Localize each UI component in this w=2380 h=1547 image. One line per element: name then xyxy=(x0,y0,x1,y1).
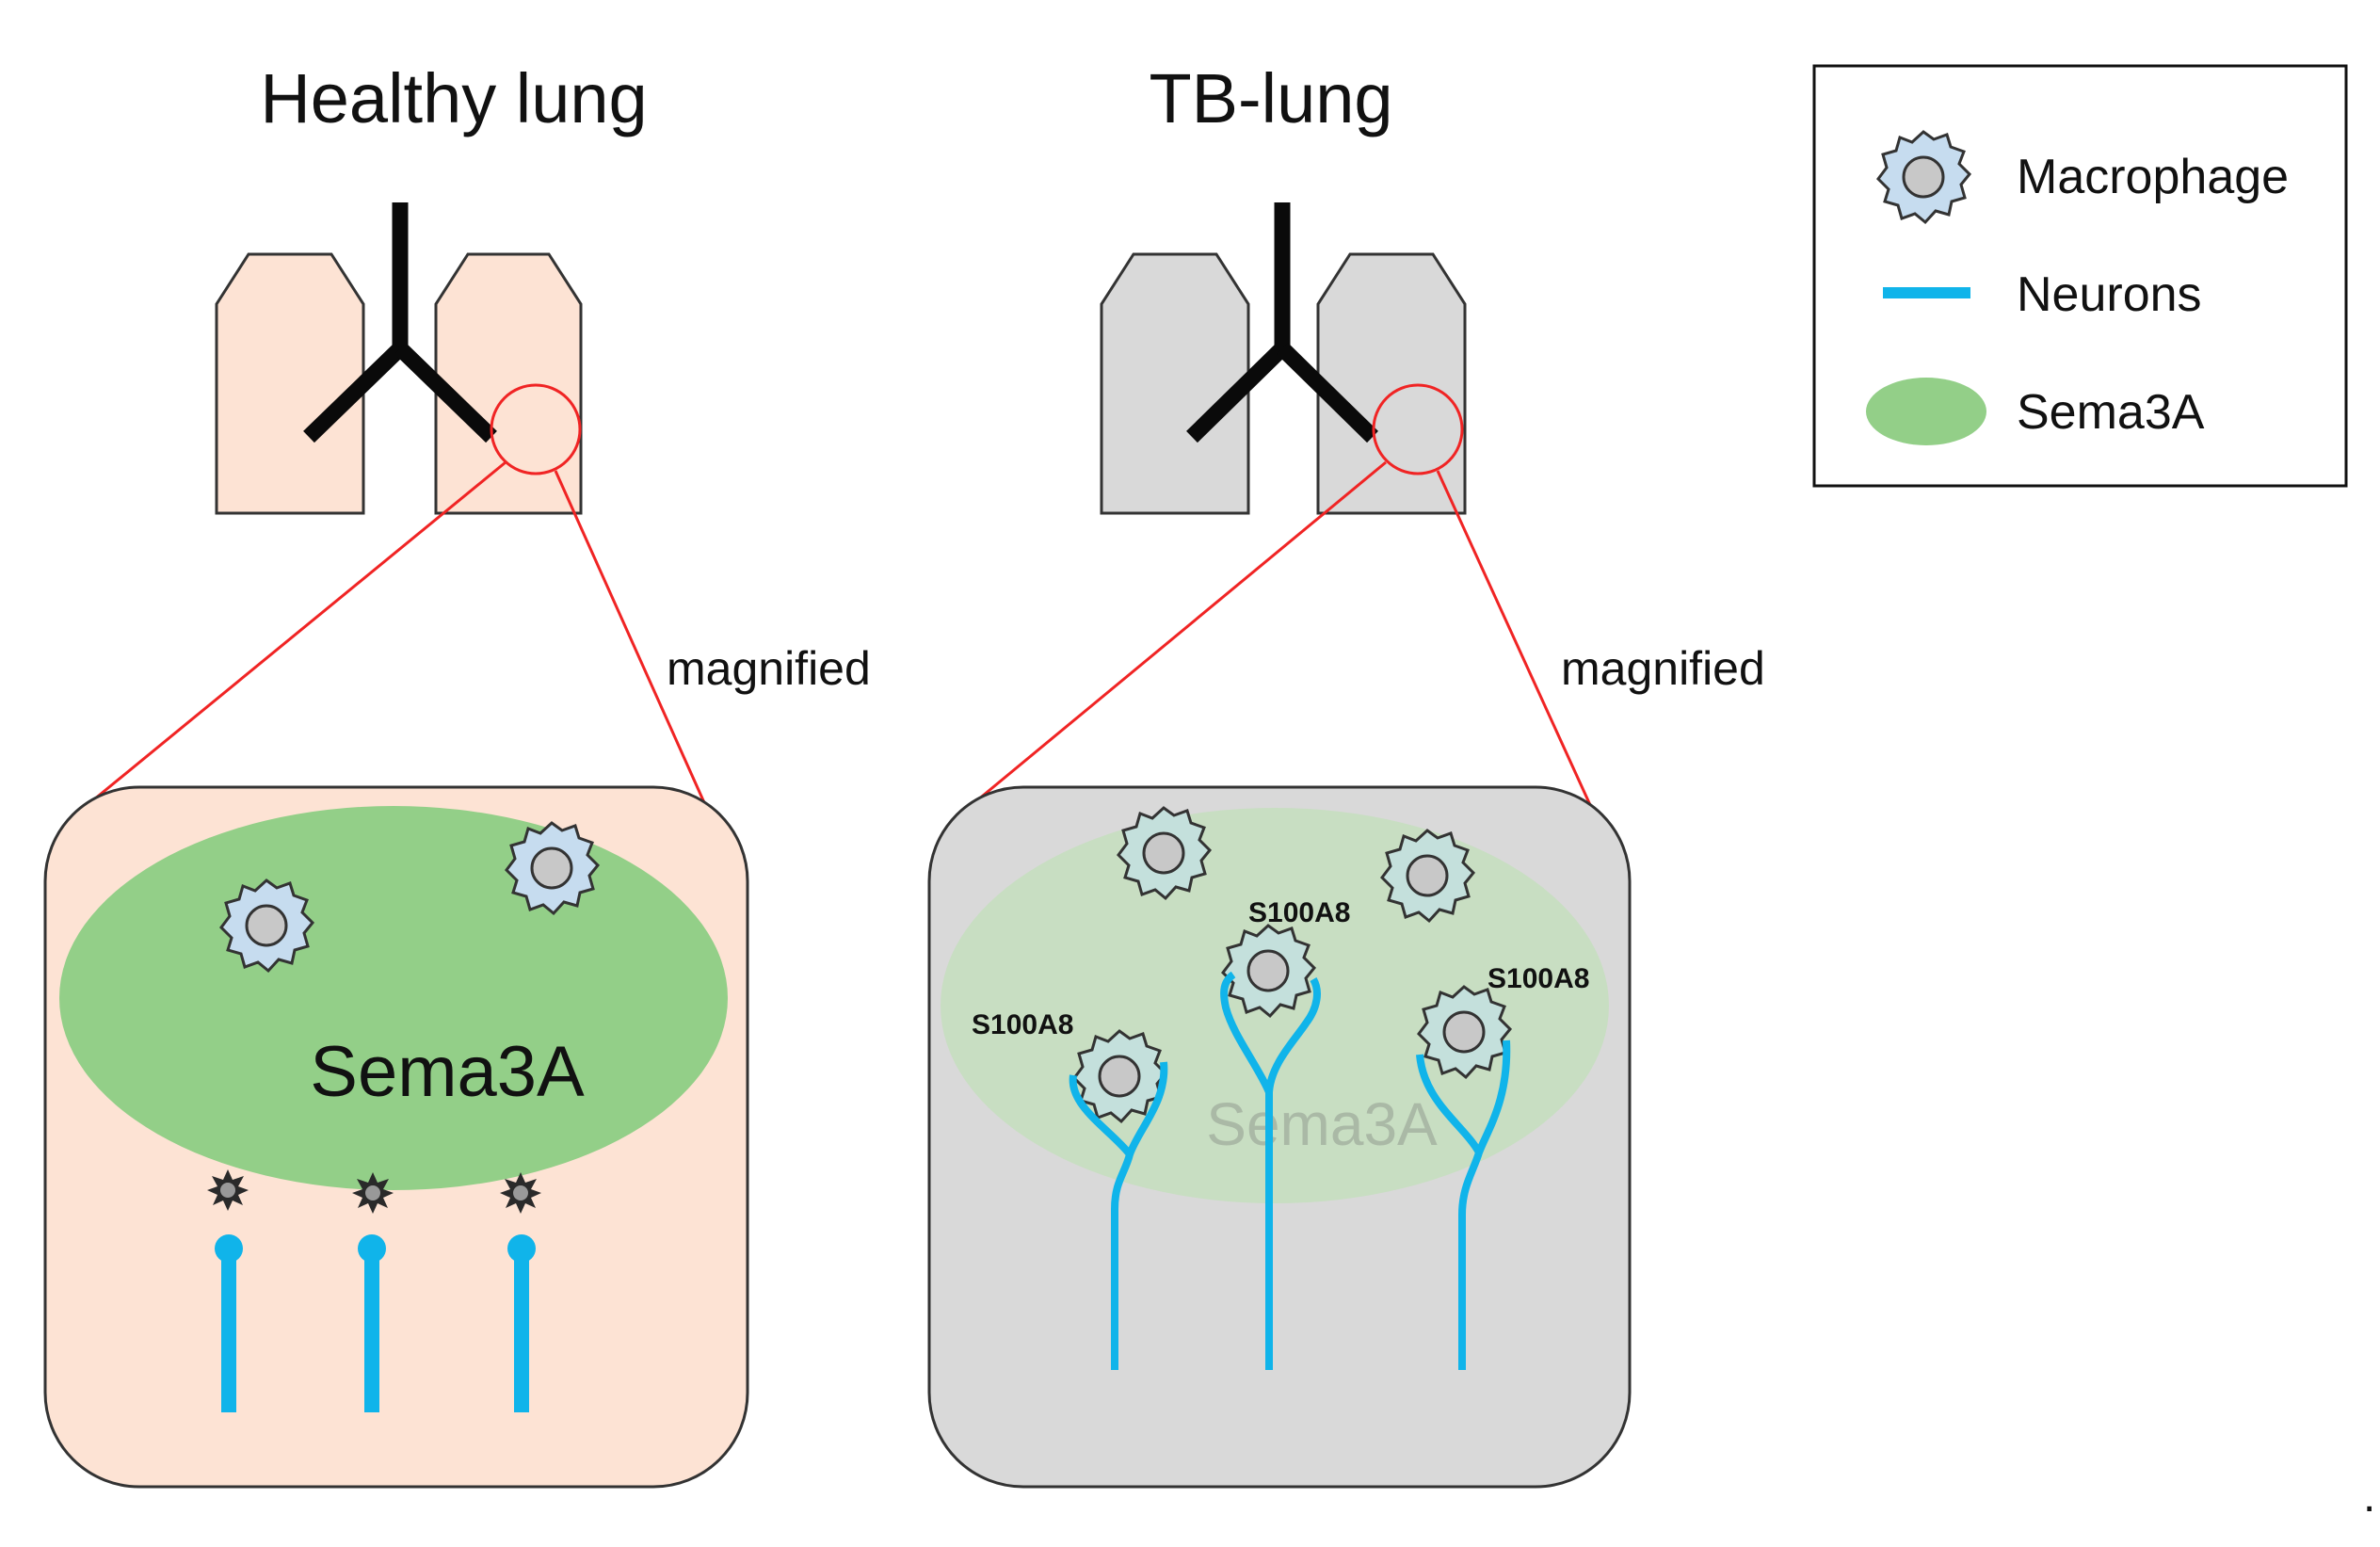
tb-neuron xyxy=(1416,1039,1511,1370)
healthy-right-lobe xyxy=(434,252,583,515)
tb-right-lobe xyxy=(1316,252,1467,515)
healthy-left-lobe xyxy=(215,252,365,515)
healthy-zoom-line-left xyxy=(93,460,507,801)
healthy-neuron xyxy=(215,1234,243,1412)
healthy-title: Healthy lung xyxy=(260,59,647,137)
tb-markers: S100A8 S100A8 S100A8 xyxy=(972,897,1589,1040)
s100a8-marker: S100A8 xyxy=(1488,963,1589,994)
tb-zoom-line-right xyxy=(1436,470,1598,818)
healthy-magnified-label: magnified xyxy=(667,642,871,695)
tb-zoom-circle xyxy=(1372,383,1464,475)
trailing-period: . xyxy=(2363,1472,2375,1522)
healthy-panel: Healthy lung magnified Sema3A xyxy=(43,59,871,1489)
s100a8-marker: S100A8 xyxy=(1248,897,1350,928)
healthy-neuron xyxy=(358,1234,386,1412)
legend-item-sema3a: Sema3A xyxy=(2017,385,2205,440)
tb-neuron xyxy=(1069,1061,1168,1370)
healthy-zoom-circle xyxy=(490,383,582,475)
tb-title: TB-lung xyxy=(1149,59,1392,137)
healthy-sema3a-label: Sema3A xyxy=(310,1032,585,1112)
s100a8-marker: S100A8 xyxy=(972,1009,1073,1040)
tb-sema3a-label: Sema3A xyxy=(1206,1090,1438,1158)
tb-left-lobe xyxy=(1100,252,1250,515)
legend: Macrophage Neurons Sema3A xyxy=(1812,64,2348,488)
healthy-neuron xyxy=(507,1234,536,1412)
healthy-airway xyxy=(303,202,497,443)
tb-neuron xyxy=(1220,971,1321,1370)
tb-airway xyxy=(1186,202,1378,443)
legend-item-neurons: Neurons xyxy=(2017,267,2202,322)
healthy-zoom-line-right xyxy=(554,470,713,818)
tb-lung-icon xyxy=(1100,202,1467,515)
healthy-sema3a-region xyxy=(59,806,728,1190)
healthy-neurons xyxy=(215,1234,536,1412)
tb-neurons xyxy=(1069,971,1511,1370)
healthy-lung-icon xyxy=(215,202,583,515)
tb-magnified-label: magnified xyxy=(1561,642,1765,695)
sema3a-ellipse-icon xyxy=(1866,378,1986,445)
tb-zoom-line-left xyxy=(976,460,1387,802)
legend-item-macrophage: Macrophage xyxy=(2017,150,2289,204)
tb-panel: TB-lung magnified Sema3A S1 xyxy=(927,59,1765,1489)
